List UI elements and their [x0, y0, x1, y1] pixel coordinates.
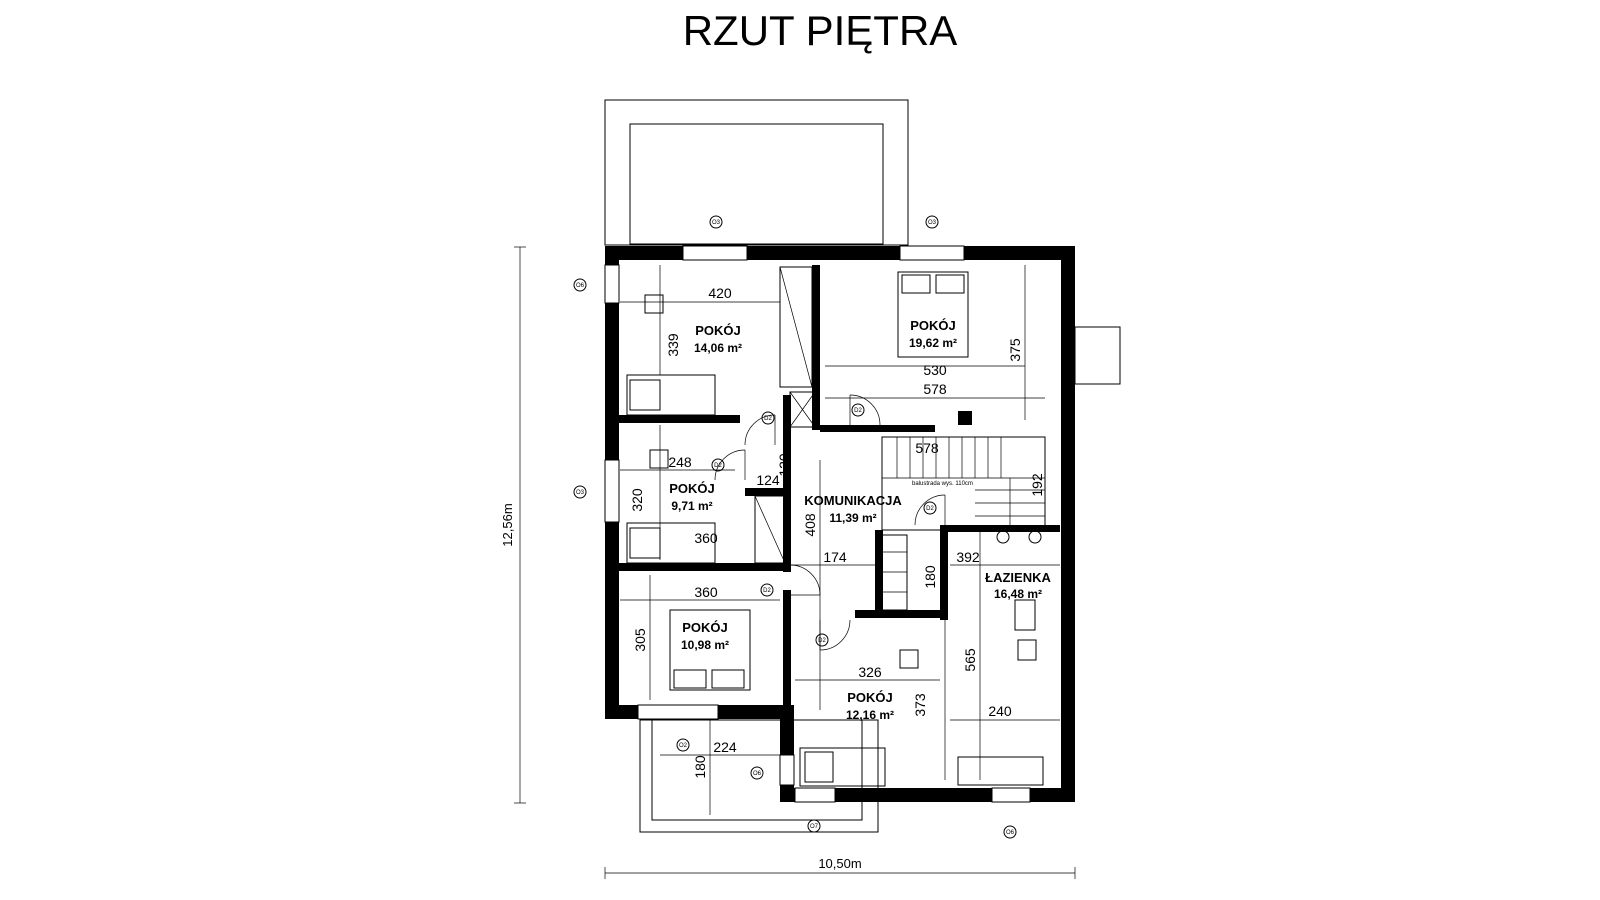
overall-width: 10,50m [604, 856, 1076, 879]
dim-373: 373 [912, 693, 928, 717]
dim-420: 420 [708, 285, 732, 301]
interior-walls [615, 265, 1060, 710]
svg-text:O3: O3 [928, 220, 937, 226]
room-labels: POKÓJ 14,06 m² POKÓJ 19,62 m² POKÓJ 9,71… [669, 318, 1051, 722]
svg-text:11,39 m²: 11,39 m² [829, 511, 876, 525]
svg-text:KOMUNIKACJA: KOMUNIKACJA [804, 493, 902, 508]
window-mark: O3 [709, 215, 723, 229]
window-mark: O6 [573, 278, 587, 292]
window-mark: O2 [676, 738, 690, 752]
svg-text:POKÓJ: POKÓJ [847, 690, 893, 705]
right-projection [1074, 326, 1121, 385]
room-pokoj-1: POKÓJ 14,06 m² [694, 323, 742, 355]
dim-124: 124 [756, 472, 780, 488]
furniture [626, 271, 1044, 787]
dimension-lines [620, 265, 1060, 815]
dim-120: 120 [776, 453, 792, 477]
staircase: balustrada wys. 110cm [881, 436, 1046, 531]
svg-text:D2: D2 [854, 408, 862, 414]
svg-text:O6: O6 [576, 283, 585, 289]
svg-text:O3: O3 [712, 220, 721, 226]
window-mark: O6 [1003, 825, 1017, 839]
svg-text:D2: D2 [714, 463, 722, 469]
svg-text:16,48 m²: 16,48 m² [994, 587, 1042, 601]
dim-578-a: 578 [923, 381, 947, 397]
wardrobes [754, 266, 908, 611]
room-lazienka: ŁAZIENKA 16,48 m² [985, 570, 1051, 601]
svg-text:14,06 m²: 14,06 m² [694, 341, 742, 355]
dim-248: 248 [668, 454, 692, 470]
svg-text:O7: O7 [810, 824, 819, 830]
bottom-balcony [639, 719, 879, 833]
dim-192: 192 [1029, 473, 1045, 497]
room-pokoj-5: POKÓJ 12,16 m² [846, 690, 894, 722]
dim-360-a: 360 [694, 530, 718, 546]
dim-360-b: 360 [694, 584, 718, 600]
door-mark: D2 [711, 458, 725, 472]
svg-text:12,16 m²: 12,16 m² [846, 708, 894, 722]
dim-224: 224 [713, 739, 737, 755]
dim-320: 320 [629, 488, 645, 512]
dimension-texts: 420 339 530 375 578 578 248 320 124 120 … [629, 285, 1045, 779]
dim-326: 326 [858, 664, 882, 680]
dim-305: 305 [632, 628, 648, 652]
dim-578-b: 578 [915, 440, 939, 456]
door-mark: D2 [815, 633, 829, 647]
dim-565: 565 [962, 648, 978, 672]
svg-text:D2: D2 [818, 638, 826, 644]
window-mark: O3 [573, 485, 587, 499]
door-mark: D2 [923, 501, 937, 515]
svg-text:10,98 m²: 10,98 m² [681, 638, 729, 652]
stair-note: balustrada wys. 110cm [912, 481, 973, 487]
door-marks: D2 D2 D2 D2 D2 D2 [711, 403, 937, 647]
window-mark: O6 [750, 766, 764, 780]
svg-text:O3: O3 [576, 490, 585, 496]
window-marks: O3 O3 O6 O3 O2 O6 O7 O6 [573, 215, 1017, 839]
svg-text:ŁAZIENKA: ŁAZIENKA [985, 570, 1051, 585]
door-mark: D2 [851, 403, 865, 417]
dim-392: 392 [956, 549, 980, 565]
svg-text:O6: O6 [1006, 830, 1015, 836]
svg-text:POKÓJ: POKÓJ [910, 318, 956, 333]
svg-text:D2: D2 [764, 416, 772, 422]
overall-height-label: 12,56m [500, 503, 515, 546]
dim-240: 240 [988, 703, 1012, 719]
dim-180-a: 180 [922, 565, 938, 589]
window-openings [604, 245, 1031, 803]
plan-title: RZUT PIĘTRA [683, 7, 958, 54]
dim-530: 530 [923, 362, 947, 378]
room-pokoj-3: POKÓJ 9,71 m² [669, 481, 715, 513]
svg-text:POKÓJ: POKÓJ [682, 620, 728, 635]
svg-text:POKÓJ: POKÓJ [695, 323, 741, 338]
svg-text:19,62 m²: 19,62 m² [909, 336, 957, 350]
svg-text:D2: D2 [763, 588, 771, 594]
svg-text:O6: O6 [753, 771, 762, 777]
overall-width-label: 10,50m [818, 856, 861, 871]
top-balcony [604, 99, 909, 246]
overall-height: 12,56m [500, 246, 526, 804]
svg-text:D2: D2 [926, 506, 934, 512]
dim-180-b: 180 [692, 755, 708, 779]
room-pokoj-4: POKÓJ 10,98 m² [681, 620, 729, 652]
dim-375: 375 [1007, 338, 1023, 362]
room-komunikacja: KOMUNIKACJA 11,39 m² [804, 493, 902, 525]
dim-174: 174 [823, 549, 847, 565]
dim-408: 408 [802, 513, 818, 537]
door-mark: D2 [760, 583, 774, 597]
dim-339: 339 [665, 333, 681, 357]
room-pokoj-2: POKÓJ 19,62 m² [909, 318, 957, 350]
svg-text:9,71 m²: 9,71 m² [671, 499, 712, 513]
window-mark: O3 [925, 215, 939, 229]
door-mark: D2 [761, 411, 775, 425]
svg-text:O2: O2 [679, 743, 688, 749]
window-mark: O7 [807, 819, 821, 833]
svg-text:POKÓJ: POKÓJ [669, 481, 715, 496]
